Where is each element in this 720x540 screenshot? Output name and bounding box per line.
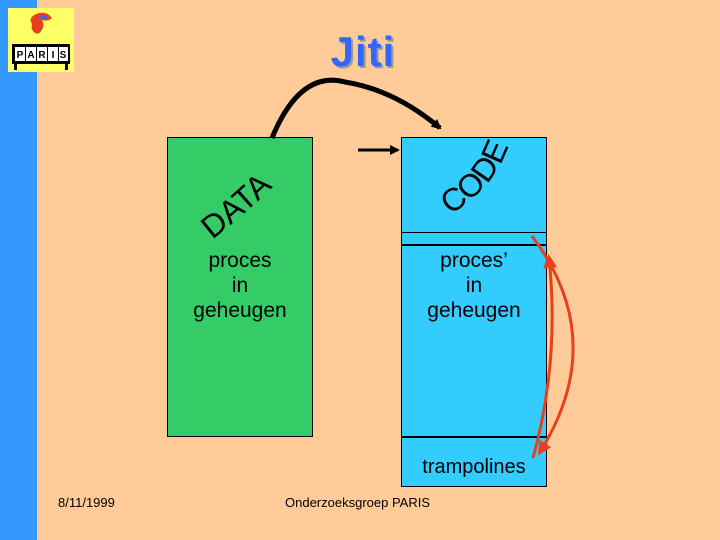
jump-arrow	[269, 77, 442, 139]
footer-date: 8/11/1999	[58, 495, 115, 510]
logo-letter: S	[60, 50, 67, 61]
paris-logo: P A R I S	[8, 8, 74, 72]
data-arc-label: DATA	[194, 165, 278, 245]
logo-letter: R	[38, 50, 46, 61]
trampoline-arrow-up	[531, 254, 558, 459]
code-process-box	[401, 137, 547, 437]
logo-letter: I	[52, 50, 55, 61]
slide-title: Jiti	[330, 28, 396, 75]
trampolines-label: trampolines	[422, 456, 526, 478]
trampolines-box	[401, 437, 547, 487]
code-arc-label: CODE	[434, 134, 516, 221]
data-process-label: proces in geheugen	[193, 249, 287, 322]
logo-letter: A	[27, 50, 34, 61]
footer-group: Onderzoeksgroep PARIS	[285, 495, 430, 510]
sidebar-stripe	[0, 0, 37, 540]
data-process-box	[167, 137, 313, 437]
code-process-label: proces’ in geheugen	[427, 249, 521, 322]
logo-letter: P	[17, 50, 24, 61]
code-divider	[401, 244, 547, 246]
code-divider-top	[401, 232, 547, 233]
